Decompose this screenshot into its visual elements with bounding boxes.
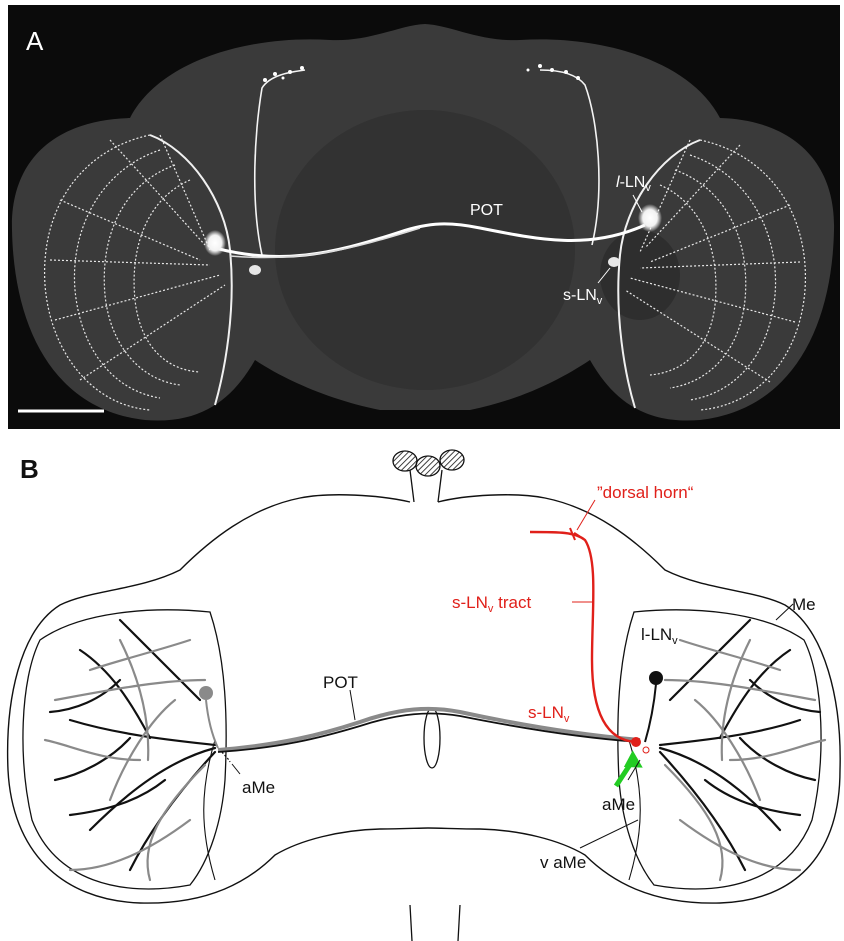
pot-label-b: POT: [323, 673, 358, 692]
me-label: Me: [792, 595, 816, 614]
foramen: [424, 708, 440, 768]
brain-outline: [8, 495, 841, 903]
l-lnv-label-a-main: -LN: [620, 174, 646, 191]
panel-a: A POT l-LNv s-LNv: [12, 24, 834, 421]
panel-a-label: A: [26, 26, 44, 56]
l-lnv-label-b-sub: v: [672, 635, 678, 647]
panel-b-label: B: [20, 454, 39, 484]
s-lnv-tract-label-suffix: tract: [493, 593, 531, 612]
dorsal-horn-label: ”dorsal horn“: [597, 483, 694, 502]
ocelli: [393, 450, 464, 502]
right-s-lnv-soma: [608, 257, 620, 267]
brain-stem: [410, 905, 460, 941]
pot-label-a: POT: [470, 202, 503, 219]
s-lnv-soma-b: [631, 737, 641, 747]
accessory-region: [600, 230, 680, 320]
left-l-lnv-soma: [204, 230, 226, 256]
s-lnv-label-a-main: s-LN: [563, 287, 597, 304]
s-lnv-label-b: s-LNv: [528, 703, 570, 725]
ame-left-label: aMe: [242, 778, 275, 797]
s-lnv-label-a-sub: v: [597, 295, 603, 307]
left-l-lnv-soma-b: [199, 686, 213, 700]
panel-b: B: [8, 450, 841, 941]
s-lnv-label-b-sub: v: [564, 713, 570, 725]
central-brain: [275, 110, 575, 390]
s-lnv-label-b-main: s-LN: [528, 703, 564, 722]
left-s-lnv-soma: [249, 265, 261, 275]
right-l-lnv-soma: [638, 204, 662, 232]
l-lnv-label-a-sub: v: [645, 182, 651, 194]
s-lnv-tract-label-main: s-LN: [452, 593, 488, 612]
ame-right-label: aMe: [602, 795, 635, 814]
v-ame-label: v aMe: [540, 853, 586, 872]
right-l-lnv-soma-b: [649, 671, 663, 685]
l-lnv-label-b-main: l-LN: [641, 625, 672, 644]
